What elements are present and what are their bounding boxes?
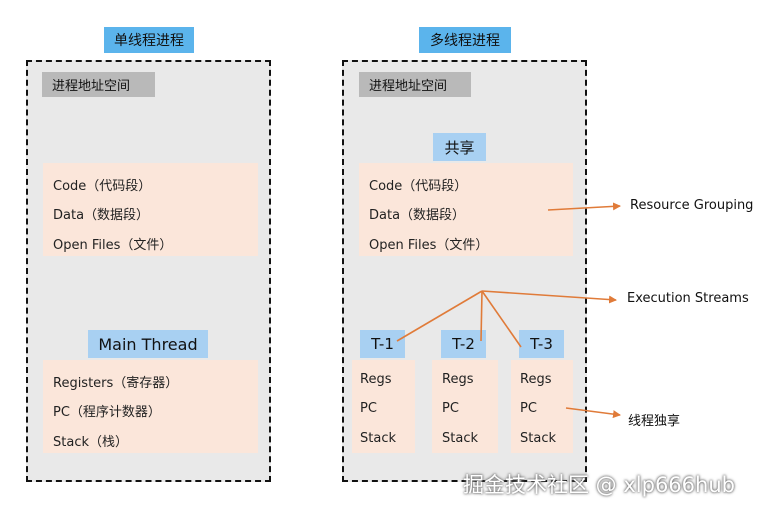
single-data-segment: Data（数据段） (53, 208, 150, 223)
multi-thread-process-title: 多线程进程 (419, 27, 511, 53)
stream-line-t2 (480, 290, 483, 342)
thread-t3-region (511, 360, 573, 453)
stream-line-t1 (396, 290, 483, 342)
main-thread-region (43, 360, 258, 453)
thread-t1-stack: Stack (360, 431, 396, 446)
thread-private-arrow (565, 407, 621, 419)
single-open-files: Open Files（文件） (53, 238, 173, 253)
stream-line-t3 (481, 290, 522, 348)
shared-label: 共享 (433, 133, 486, 161)
main-thread-registers: Registers（寄存器） (53, 376, 179, 391)
thread-private-label: 线程独享 (628, 414, 681, 429)
multi-code-segment: Code（代码段） (369, 179, 468, 194)
resource-grouping-arrow (547, 202, 621, 211)
thread-t1-region (352, 360, 415, 453)
main-thread-title: Main Thread (88, 330, 208, 358)
thread-t1-pc: PC (360, 401, 377, 416)
single-thread-process-title: 单线程进程 (104, 27, 194, 53)
thread-t2-stack: Stack (442, 431, 478, 446)
multi-address-space-label: 进程地址空间 (359, 72, 471, 97)
thread-t3-stack: Stack (520, 431, 556, 446)
single-address-space-label: 进程地址空间 (42, 72, 155, 97)
thread-t2-regs: Regs (442, 372, 474, 387)
thread-t3-title: T-3 (519, 330, 564, 358)
execution-streams-arrow (481, 290, 617, 304)
multi-data-segment: Data（数据段） (369, 208, 466, 223)
multi-open-files: Open Files（文件） (369, 238, 489, 253)
thread-t1-title: T-1 (360, 330, 405, 358)
thread-t2-title: T-2 (441, 330, 486, 358)
multi-shared-region (359, 163, 573, 256)
thread-t2-region (432, 360, 498, 453)
execution-streams-label: Execution Streams (627, 291, 749, 306)
single-shared-region (43, 163, 258, 256)
main-thread-pc: PC（程序计数器） (53, 405, 161, 420)
thread-t1-regs: Regs (360, 372, 392, 387)
thread-t2-pc: PC (442, 401, 459, 416)
thread-t3-pc: PC (520, 401, 537, 416)
watermark: 掘金技术社区 @ xlp666hub (463, 473, 735, 497)
thread-t3-regs: Regs (520, 372, 552, 387)
single-code-segment: Code（代码段） (53, 179, 152, 194)
resource-grouping-label: Resource Grouping (630, 198, 754, 213)
main-thread-stack: Stack（栈） (53, 435, 128, 450)
